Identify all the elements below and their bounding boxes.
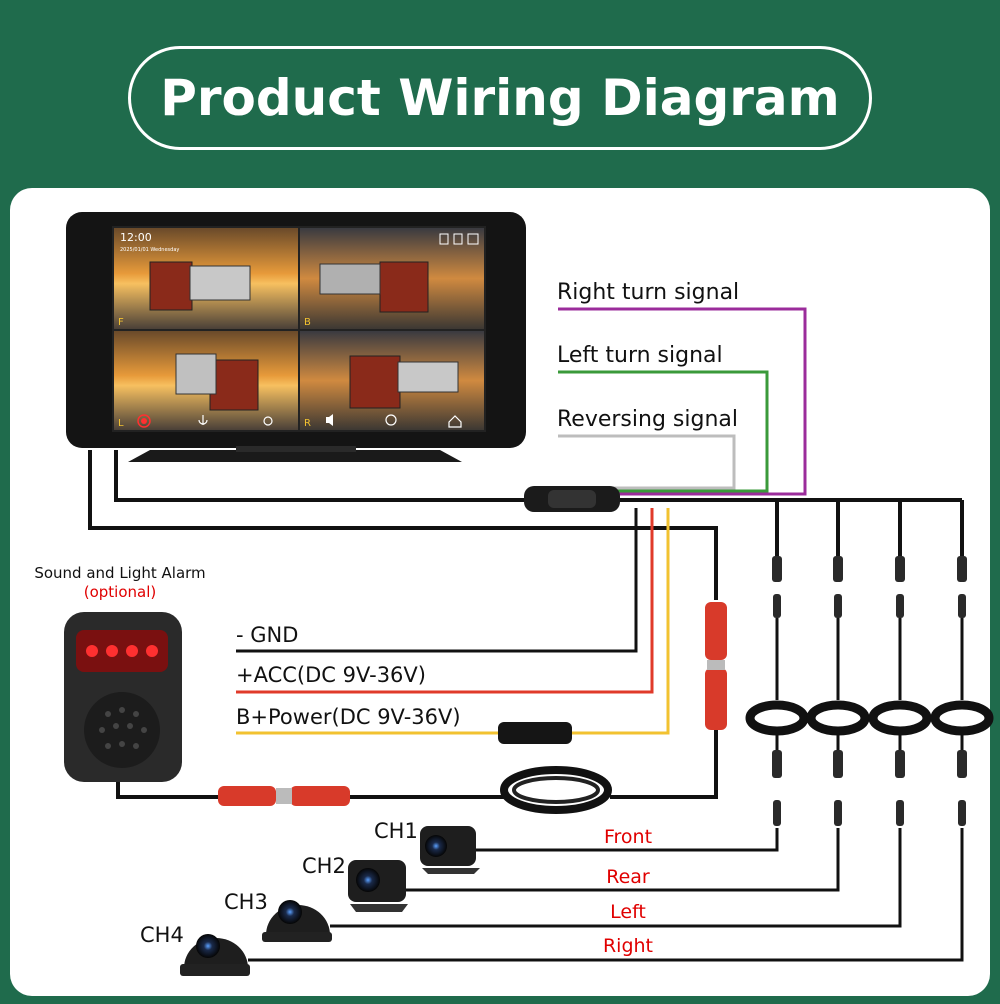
main-harness [88,450,964,600]
right-label: Right [603,935,653,957]
bplus-label: B+Power(DC 9V-36V) [236,705,461,729]
reversing-label: Reversing signal [557,407,738,432]
alarm-speaker [84,692,160,768]
connector-upper-mate-2 [834,594,842,618]
acc-wire [236,508,654,694]
sd-card-icon [467,233,479,245]
bplus-wire-a [572,508,670,735]
quad-label-r: R [304,418,311,429]
voice-icon [385,414,397,426]
monitor-stand [128,450,462,462]
gnd-wire [236,508,638,653]
quad-label-f: F [118,317,124,328]
ch4-label: CH4 [140,923,184,947]
camera-ch2 [348,860,408,912]
connector-lower-mate-3 [896,800,904,826]
connector-lower-mate-4 [958,800,966,826]
monitor: 12:00 2025/01/01 Wednesday F B L R [66,212,526,462]
right-turn-label: Right turn signal [557,280,739,305]
connector-lower-mate-2 [834,800,842,826]
mic-icon [198,415,208,425]
power-wires [236,508,670,735]
connector-lower-4 [957,750,967,778]
monitor-time: 12:00 [120,231,152,244]
right-turn-wire [558,307,807,496]
signal-wires [558,307,807,496]
camera-quadrant-left [114,331,298,430]
camera-ch1 [420,826,480,874]
camera-wires [248,828,964,962]
connector-upper-mate-4 [958,594,966,618]
connector-upper-1 [772,556,782,582]
front-label: Front [604,826,652,848]
camera-quadrant-right [300,331,484,430]
extension-cables [745,556,994,826]
left-label: Left [610,901,646,923]
ch3-label: CH3 [224,890,268,914]
connector-upper-mate-1 [773,594,781,618]
connector-lower-2 [833,750,843,778]
monitor-date: 2025/01/01 Wednesday [120,247,179,253]
cable-coil [500,766,612,814]
title-banner: Product Wiring Diagram [128,46,872,150]
quad-label-l: L [118,418,124,429]
home-icon [448,415,462,428]
monitor-cable [114,450,528,502]
cable-coil-4 [930,700,994,736]
connector-lower-3 [895,750,905,778]
connector-lower-1 [772,750,782,778]
ch2-label: CH2 [302,854,346,878]
connector-upper-4 [957,556,967,582]
connector-upper-3 [895,556,905,582]
brightness-icon [263,416,273,426]
connector-upper-mate-3 [896,594,904,618]
page-title: Product Wiring Diagram [160,69,840,127]
cable-coil-3 [868,700,932,736]
camera-quadrant-front [114,228,298,329]
record-icon [137,414,151,428]
alarm-note: (optional) [84,583,157,601]
cable-coil-2 [806,700,870,736]
left-turn-label: Left turn signal [557,343,723,368]
camera-quadrant-back [300,228,484,329]
acc-label: +ACC(DC 9V-36V) [236,663,426,687]
ch1-label: CH1 [374,819,418,843]
status-icon-2 [453,233,463,245]
sound-light-alarm [64,612,182,782]
reversing-wire [558,434,736,490]
alarm-cable [116,602,727,814]
left-turn-wire [558,370,769,493]
camera-ch4 [180,934,250,976]
fuse-holder [498,722,572,744]
camera-ch3 [262,900,332,942]
connector-lower-mate-1 [773,800,781,826]
gnd-label: - GND [236,623,298,647]
rear-label: Rear [606,866,650,888]
connector-upper-2 [833,556,843,582]
cable-coil-1 [745,700,809,736]
alarm-title: Sound and Light Alarm [34,564,205,582]
alarm-feed-cable [88,450,718,600]
status-icon-1 [439,233,449,245]
quad-label-b: B [304,317,311,328]
volume-icon [326,414,333,426]
